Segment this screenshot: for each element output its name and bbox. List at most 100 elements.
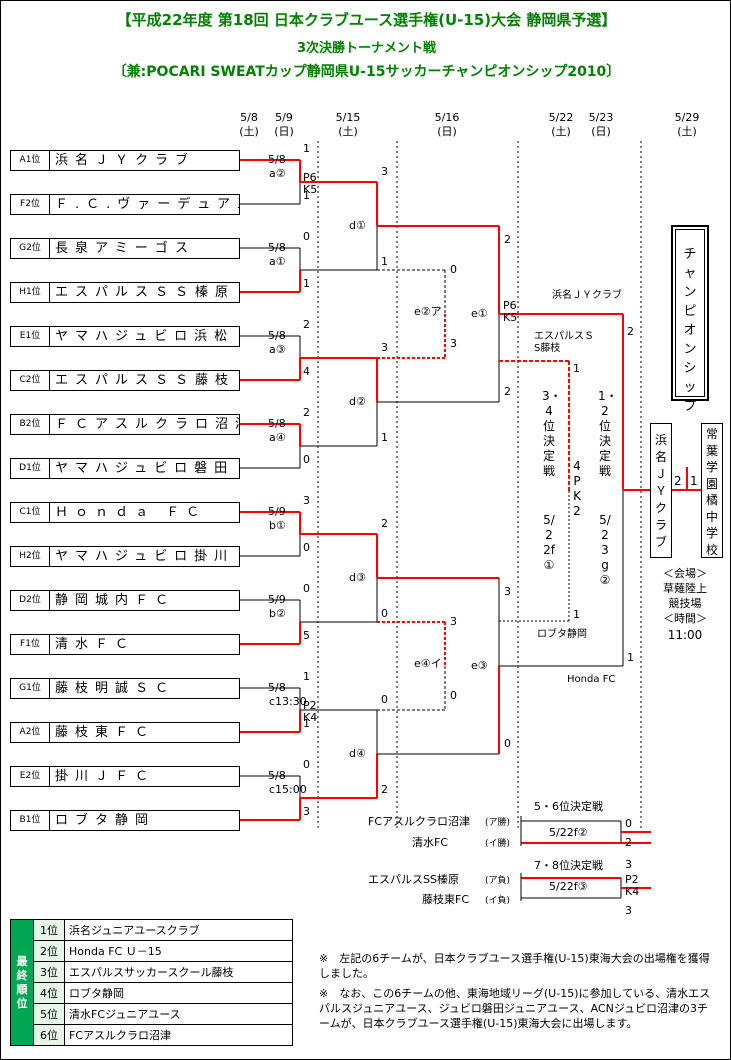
r2-score-top: 2	[381, 517, 388, 530]
final-team-a: 浜名ＪＹクラブ	[654, 433, 667, 549]
ranking-position: 3位	[33, 961, 65, 983]
ranking-team: 浜名ジュニアユースクラブ	[64, 919, 293, 941]
r1-date: 5/8	[268, 329, 286, 342]
team-seed: C2位	[11, 371, 50, 390]
team-name: ヤマハジュビロ掛川	[55, 549, 235, 564]
team-box: D1位ヤマハジュビロ磐田	[10, 458, 240, 479]
loser-id: e④イ	[414, 657, 442, 670]
venue-name-1: 草薙陸上	[663, 582, 707, 595]
r1-id: a③	[269, 343, 286, 356]
team-seed: E1位	[11, 327, 50, 346]
r2-score-top: 3	[381, 165, 388, 178]
r1-id: c15:00	[269, 783, 307, 796]
r1-score-top: 1	[303, 142, 310, 155]
team-seed: B1位	[11, 811, 50, 830]
ranking-header: 最終順位	[10, 919, 34, 1046]
seventh-score-bot: 3	[625, 904, 632, 917]
team-name: 静岡城内ＦＣ	[55, 593, 176, 608]
final-date: 5/23g②	[599, 513, 611, 587]
r2-score-top: 0	[381, 693, 388, 706]
team-seed: G1位	[11, 679, 50, 698]
date-col-3: 5/16(日)	[434, 111, 460, 138]
seventh-bot-team: 藤枝東FC	[422, 893, 470, 906]
venue-name-2: 競技場	[668, 597, 702, 610]
r1-id: a②	[269, 167, 286, 180]
r2-score-top: 3	[381, 341, 388, 354]
r2-score-bot: 0	[381, 607, 388, 620]
ranking-position: 2位	[33, 940, 65, 962]
ranking-position: 6位	[33, 1024, 65, 1046]
final-team-a-box: 浜名ＪＹクラブ	[650, 423, 672, 558]
r1-date: 5/8	[268, 417, 286, 430]
team-box: G1位藤枝明誠ＳＣ	[10, 678, 240, 699]
r2-score-bot: 2	[381, 783, 388, 796]
team-box: E2位掛川ＪＦＣ	[10, 766, 240, 787]
ranking-position: 4位	[33, 982, 65, 1004]
r1-score-top: 2	[303, 406, 310, 419]
time-label: ＜時間＞	[663, 612, 707, 625]
r3-score-top: 3	[504, 585, 511, 598]
seventh-top-tag: (ア負)	[485, 876, 511, 886]
ranking-position: 1位	[33, 919, 65, 941]
seventh-title: 7・8位決定戦	[534, 859, 603, 872]
r1-id: b②	[269, 607, 286, 620]
team-box: A2位藤枝東ＦＣ	[10, 722, 240, 743]
team-name: ＦＣアスルクラロ沼津	[55, 417, 240, 432]
team-name: 浜名ＪＹクラブ	[55, 153, 196, 168]
fifth-title: 5・6位決定戦	[534, 800, 603, 813]
r3-score-top: 2	[504, 233, 511, 246]
fifth-bot-tag: (イ勝)	[485, 839, 511, 849]
team-box: B1位ロブタ静岡	[10, 810, 240, 831]
team-seed: A2位	[11, 723, 50, 742]
r1-pk: P6 K5	[303, 171, 318, 196]
seventh-pk: P2 K4	[625, 873, 640, 898]
loser-score-top: 3	[450, 615, 457, 628]
ranking-team: ロブタ静岡	[64, 982, 293, 1004]
team-name: エスパルスＳＳ藤枝	[55, 373, 236, 388]
note-1: ※ 左記の6チームが、日本クラブユース選手権(U-15)東海大会の出場権を獲得し…	[319, 952, 710, 980]
fifth-top-team: FCアスルクラロ沼津	[368, 815, 471, 828]
date-col-6: 5/29(土)	[674, 111, 700, 138]
final-score-b: 1	[690, 474, 698, 488]
team-name: Ｆ.Ｃ.ヴァーデュア三島	[55, 197, 239, 212]
semi-bot-score: 1	[627, 651, 634, 664]
r1-score-bot: 0	[303, 453, 310, 466]
championship-title: チャンピオンシップ	[683, 247, 697, 414]
third-bot-score: 1	[573, 608, 580, 621]
r1-score-top: 3	[303, 494, 310, 507]
final-team-b-box: 常葉学園橘中学校	[701, 423, 723, 558]
team-box: H1位エスパルスＳＳ榛原	[10, 282, 240, 303]
r1-score-bot: 3	[303, 805, 310, 818]
r1-score-top: 2	[303, 318, 310, 331]
team-box: E1位ヤマハジュビロ浜松	[10, 326, 240, 347]
semi-top-score: 2	[627, 325, 634, 338]
team-box: A1位浜名ＪＹクラブ	[10, 150, 240, 171]
r1-id: a④	[269, 431, 286, 444]
third-place-title: 3・4位決定戦	[542, 389, 562, 478]
loser-score-bot: 3	[450, 337, 457, 350]
team-box: C2位エスパルスＳＳ藤枝	[10, 370, 240, 391]
third-top-team: エスパルスＳ S藤枝	[534, 331, 594, 354]
r1-score-top: 1	[303, 670, 310, 683]
final-team-b: 常葉学園橘中学校	[705, 427, 718, 557]
team-seed: F2位	[11, 195, 50, 214]
date-col-4: 5/22(土)	[548, 111, 574, 138]
venue-label: ＜会場＞	[663, 567, 707, 580]
ranking-position: 5位	[33, 1003, 65, 1025]
r2-id: d①	[349, 219, 366, 232]
date-col-0: 5/8(土)	[239, 111, 259, 138]
team-seed: H1位	[11, 283, 50, 302]
ranking-row: 3位エスパルスサッカースクール藤枝	[11, 961, 293, 983]
main-title: 【平成22年度 第18回 日本クラブユース選手権(U-15)大会 静岡県予選】	[116, 11, 617, 29]
r2-id: d③	[349, 571, 366, 584]
team-box: F2位 Ｆ.Ｃ.ヴァーデュア三島	[10, 194, 240, 215]
team-name: Ｈｏｎｄａ ＦＣ	[55, 505, 207, 520]
seventh-date: 5/22f③	[549, 880, 588, 893]
team-box: G2位長泉アミーゴス	[10, 238, 240, 259]
